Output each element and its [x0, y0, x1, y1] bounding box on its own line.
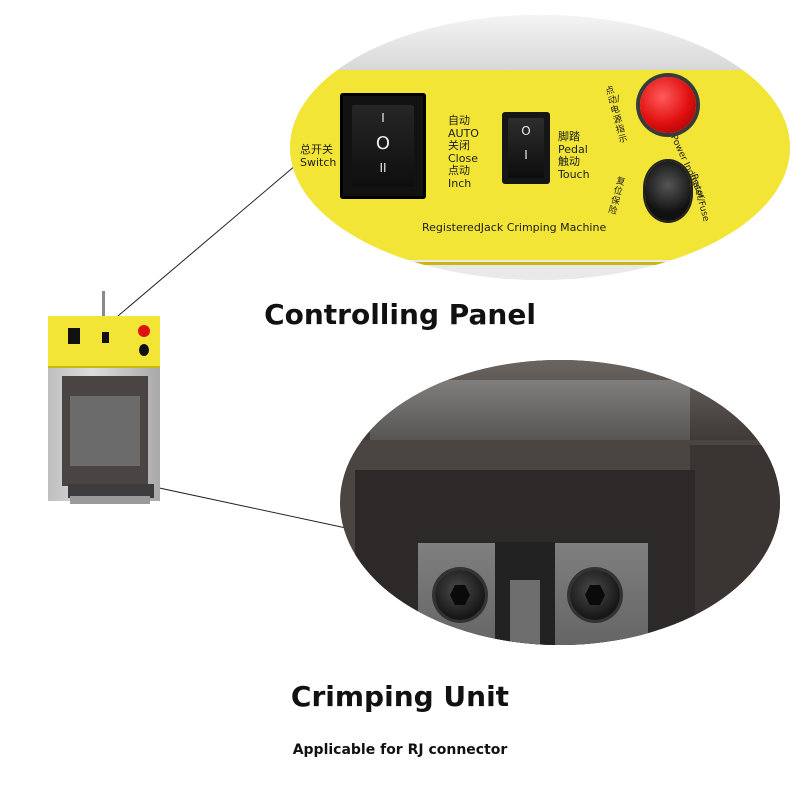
crimp-subtitle: Applicable for RJ connector [292, 742, 508, 758]
master-switch-label: 总开关 Switch [300, 143, 337, 169]
machine-base [68, 484, 154, 498]
reset-fuse-knob[interactable] [645, 161, 691, 221]
pedal-touch-switch[interactable]: O I [502, 112, 550, 184]
mode-labels: 自动 AUTO 关闭 Close 点动 Inch [448, 114, 479, 190]
panel-top-metal [290, 15, 790, 70]
power-indicator-button[interactable] [640, 77, 696, 133]
panel-callout-line [104, 164, 297, 328]
controlling-panel-zoom: 总开关 Switch I O II 自动 AUTO 关闭 Close 点动 In… [290, 15, 790, 280]
small-rocker-symbol-bottom: I [524, 148, 528, 162]
crimp-title: Crimping Unit [290, 680, 510, 713]
machine-feet [70, 496, 150, 504]
right-hex-screw [570, 570, 620, 620]
crimping-machine-photo [48, 291, 160, 506]
rocker-symbol-bottom: II [379, 161, 387, 175]
machine-name-label: RegisteredJack Crimping Machine [422, 221, 607, 234]
crimp-side-plate [690, 445, 780, 645]
machine-red-indicator [138, 325, 150, 337]
left-hex-screw [435, 570, 485, 620]
crimp-base-block [355, 470, 695, 645]
small-rocker-symbol-top: O [521, 124, 531, 138]
master-rocker-switch[interactable]: I O II [340, 93, 426, 199]
crimp-guard-glass [370, 380, 690, 440]
rocker-symbol-top: I [381, 111, 385, 125]
machine-handle [102, 291, 105, 317]
crimp-slot-insert [510, 580, 540, 645]
crimping-unit-zoom [340, 360, 780, 645]
panel-edge [290, 262, 790, 265]
rocker-symbol-middle: O [375, 133, 391, 154]
panel-title: Controlling Panel [264, 298, 536, 331]
machine-pedal-switch [102, 332, 109, 343]
machine-crimp-face [70, 396, 140, 466]
pedal-touch-labels: 脚踏 Pedal 触动 Touch [558, 130, 590, 181]
machine-reset-knob [139, 344, 149, 356]
machine-master-switch [68, 328, 80, 344]
